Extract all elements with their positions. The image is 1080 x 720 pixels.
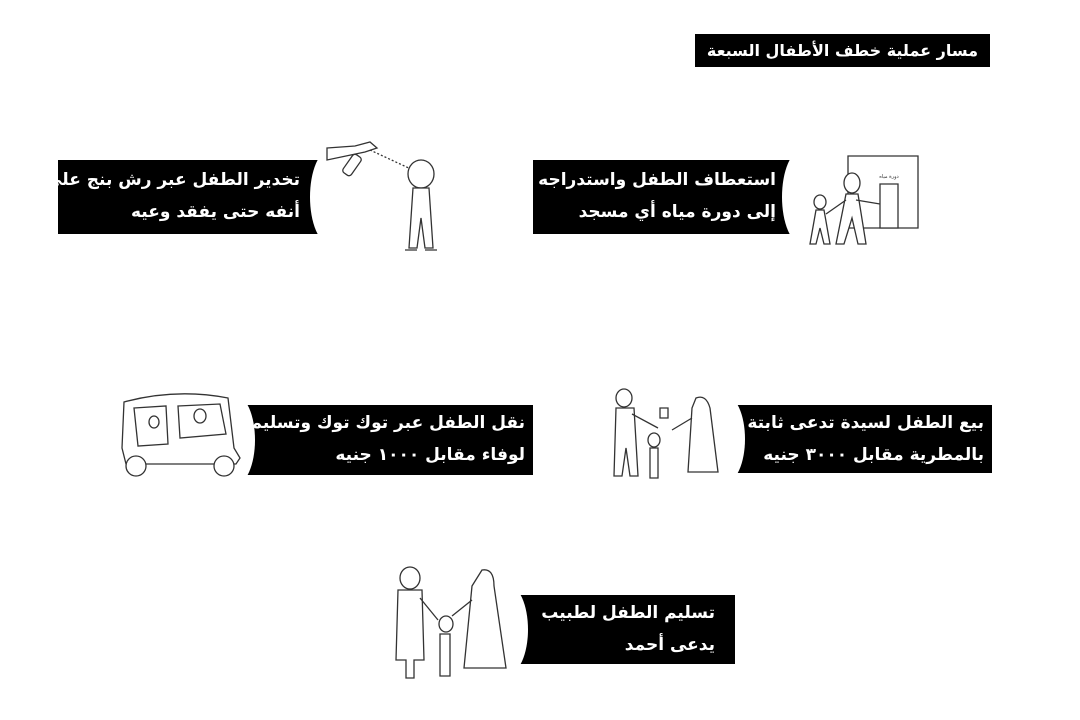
step-2-box: تخدير الطفل عبر رش بنج على أنفه حتى يفقد…	[58, 160, 318, 234]
toilet-sign: دورة مياه	[879, 174, 899, 180]
box-notch	[518, 595, 528, 664]
step-2-line-2: أنفه حتى يفقد وعيه	[130, 202, 300, 222]
infographic-title: مسار عملية خطف الأطفال السبعة	[695, 34, 990, 67]
step-2-line-1: تخدير الطفل عبر رش بنج على	[58, 170, 300, 190]
illustration-selling-child	[610, 388, 725, 484]
step-4-line-1: نقل الطفل عبر توك توك وتسليمه	[245, 413, 525, 433]
step-1-line-1: استعطاف الطفل واستدراجه	[538, 170, 776, 190]
illustration-spraying-child	[325, 138, 445, 258]
illustration-handing-child-to-doctor	[390, 564, 512, 684]
box-notch	[782, 160, 790, 234]
illustration-tuk-tuk	[116, 388, 248, 480]
box-notch	[310, 160, 318, 234]
step-3-line-2: بالمطرية مقابل ٣٠٠٠ جنيه	[763, 445, 984, 465]
step-5-line-2: يدعى أحمد	[624, 635, 715, 655]
step-1-box: استعطاف الطفل واستدراجه إلى دورة مياه أي…	[533, 160, 790, 234]
step-4-line-2: لوفاء مقابل ١٠٠٠ جنيه	[335, 445, 525, 465]
step-5-line-1: تسليم الطفل لطبيب	[541, 603, 715, 623]
box-notch	[735, 405, 745, 473]
step-5-box: تسليم الطفل لطبيب يدعى أحمد	[518, 595, 735, 664]
step-1-line-2: إلى دورة مياه أي مسجد	[578, 202, 776, 222]
step-4-box: نقل الطفل عبر توك توك وتسليمه لوفاء مقاب…	[245, 405, 533, 475]
step-3-line-1: بيع الطفل لسيدة تدعى ثابتة	[747, 413, 984, 433]
illustration-man-leading-child-to-toilet: دورة مياه	[800, 152, 925, 250]
box-notch	[245, 405, 255, 475]
step-3-box: بيع الطفل لسيدة تدعى ثابتة بالمطرية مقاب…	[735, 405, 992, 473]
